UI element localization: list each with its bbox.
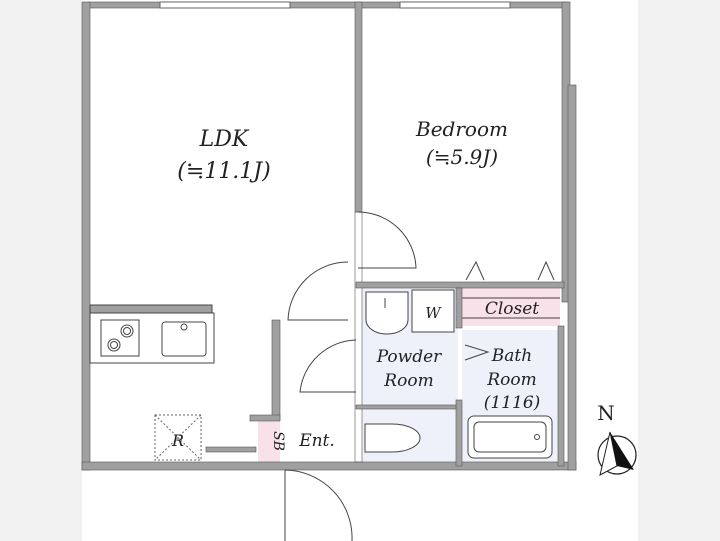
bath-room-label-1: Bath <box>491 346 532 366</box>
closet-floor <box>462 288 560 326</box>
ldk-label: LDK <box>199 127 250 152</box>
bath-room-label-2: Room <box>486 370 536 390</box>
kitchen-counter <box>89 304 215 364</box>
shoe-box-floor <box>258 420 280 462</box>
entrance-label: Ent. <box>298 431 335 451</box>
refrigerator-space <box>154 414 202 461</box>
bedroom-label: Bedroom <box>415 117 508 141</box>
walls <box>81 1 577 471</box>
ldk-area: (≒11.1J) <box>177 159 270 184</box>
powder-room-label-1: Powder <box>376 347 442 367</box>
compass-north-label: N <box>597 401 615 425</box>
bath-room-size: (1116) <box>484 393 541 413</box>
left-margin <box>0 0 82 541</box>
refrigerator-label: R <box>171 431 184 450</box>
closet-doors <box>462 260 560 319</box>
sanitary-fixtures <box>364 289 553 459</box>
shoe-box-label: SB <box>270 431 286 451</box>
powder-room-label-2: Room <box>383 371 433 391</box>
doors <box>284 211 490 541</box>
bedroom-area: (≒5.9J) <box>426 145 498 169</box>
closet-label: Closet <box>485 299 539 319</box>
right-margin <box>638 0 720 541</box>
compass-icon: N <box>597 401 637 476</box>
washer-label: W <box>425 304 442 322</box>
windows <box>159 1 511 9</box>
